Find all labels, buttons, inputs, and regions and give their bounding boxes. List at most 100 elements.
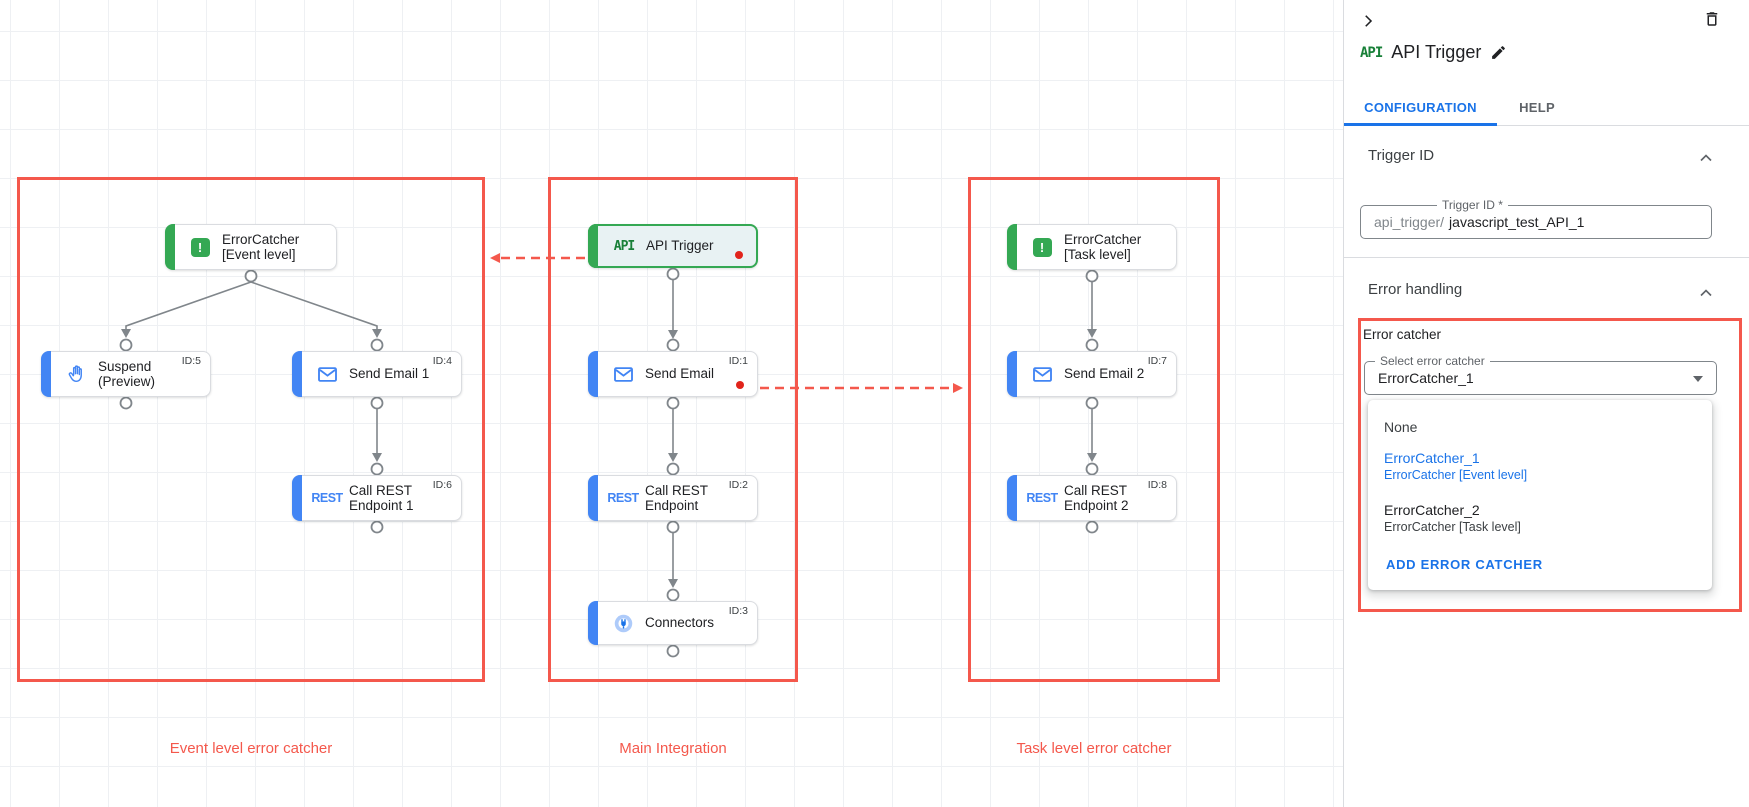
node-icon-wrap: ! (186, 237, 214, 257)
node-connectors[interactable]: Connectors ID:3 (588, 601, 758, 645)
section-divider (1344, 257, 1749, 258)
trash-icon (1706, 12, 1718, 26)
node-api-trigger[interactable]: API API Trigger (588, 224, 758, 268)
node-accent-bar (588, 601, 598, 645)
node-errorcatcher-event-level[interactable]: ! ErrorCatcher[Event level] (165, 224, 337, 270)
dropdown-caret-icon (1693, 376, 1703, 382)
node-suspend[interactable]: Suspend(Preview) ID:5 (41, 351, 211, 397)
mail-icon (1032, 366, 1052, 382)
suspend-hand-icon (68, 364, 82, 382)
api-trigger-icon: API (1360, 44, 1383, 61)
error-catcher-select[interactable]: Select error catcher ErrorCatcher_1 (1364, 354, 1717, 395)
node-label: Connectors (645, 615, 715, 631)
workflow-canvas[interactable]: Event level error catcher Main Integrati… (0, 0, 1343, 807)
node-id-badge: ID:1 (728, 355, 748, 367)
error-catcher-select-value: ErrorCatcher_1 (1378, 370, 1474, 386)
node-accent-bar (588, 224, 598, 268)
active-tab-underline (1344, 123, 1497, 126)
node-icon-wrap (609, 613, 637, 634)
error-catcher-select-label: Select error catcher (1375, 354, 1490, 368)
trigger-id-field[interactable]: Trigger ID * api_trigger/ javascript_tes… (1360, 198, 1712, 239)
error-catcher-highlight-box (1358, 318, 1742, 612)
node-accent-bar (292, 351, 302, 397)
error-indicator-dot (736, 381, 744, 389)
collapse-trigger-id-icon[interactable] (1696, 148, 1716, 168)
trigger-id-prefix: api_trigger/ (1374, 214, 1445, 230)
node-label: ErrorCatcher[Event level] (222, 231, 300, 263)
rest-icon: REST (1026, 491, 1058, 505)
node-id-badge: ID:7 (1147, 355, 1167, 367)
tab-help[interactable]: HELP (1519, 99, 1555, 115)
node-id-badge: ID:4 (432, 355, 452, 367)
node-icon-wrap: ! (1028, 237, 1056, 257)
node-icon-wrap (313, 366, 341, 383)
connection-points (119, 267, 1099, 658)
error-catcher-dropdown-menu: None ErrorCatcher_1 ErrorCatcher [Event … (1368, 400, 1712, 590)
node-accent-bar (1007, 475, 1017, 521)
mail-icon (613, 366, 633, 382)
trigger-id-section-header[interactable]: Trigger ID (1368, 147, 1435, 164)
delete-trigger-button[interactable] (1700, 7, 1724, 31)
menu-item-errorcatcher-2[interactable]: ErrorCatcher_2 ErrorCatcher [Task level] (1384, 502, 1521, 534)
node-accent-bar (1007, 224, 1017, 270)
tab-configuration[interactable]: CONFIGURATION (1364, 99, 1477, 115)
node-errorcatcher-task-level[interactable]: ! ErrorCatcher[Task level] (1007, 224, 1177, 270)
event-level-group-label: Event level error catcher (169, 740, 333, 757)
edge-arrowheads (121, 329, 1097, 588)
node-icon-wrap (62, 364, 90, 385)
panel-tabs: CONFIGURATION HELP (1344, 88, 1749, 126)
node-icon-wrap (609, 366, 637, 383)
node-id-badge: ID:8 (1147, 479, 1167, 491)
menu-item-errorcatcher-1[interactable]: ErrorCatcher_1 ErrorCatcher [Event level… (1384, 450, 1528, 482)
collapse-error-handling-icon[interactable] (1696, 283, 1716, 303)
error-catcher-label: Error catcher (1363, 327, 1442, 342)
mail-icon (317, 366, 337, 382)
node-id-badge: ID:3 (728, 605, 748, 617)
node-icon-wrap: REST (1026, 491, 1058, 505)
node-label: Send Email 1 (349, 366, 430, 382)
node-label: ErrorCatcher[Task level] (1064, 231, 1142, 263)
error-handling-section-header[interactable]: Error handling (1368, 281, 1463, 298)
node-accent-bar (165, 224, 175, 270)
error-link-arrowheads (490, 253, 963, 393)
node-label: Send Email 2 (1064, 366, 1145, 382)
task-level-group-box (968, 177, 1220, 682)
edit-pencil-icon[interactable] (1490, 44, 1507, 61)
node-label: Send Email (645, 366, 715, 382)
trigger-id-value: javascript_test_API_1 (1449, 214, 1585, 230)
add-error-catcher-button[interactable]: ADD ERROR CATCHER (1386, 557, 1543, 572)
api-icon: API (613, 238, 636, 254)
node-id-badge: ID:2 (728, 479, 748, 491)
menu-item-none[interactable]: None (1384, 419, 1418, 435)
error-catcher-icon: ! (190, 237, 210, 257)
edges-layer (119, 253, 1099, 658)
collapse-panel-button[interactable] (1356, 9, 1380, 33)
main-integration-group-label: Main Integration (619, 740, 727, 757)
chevron-right-icon (1365, 15, 1373, 27)
node-icon-wrap: REST (607, 491, 639, 505)
config-panel: API API Trigger CONFIGURATION HELP Trigg… (1343, 0, 1749, 807)
node-icon-wrap: REST (311, 491, 343, 505)
main-integration-group-box (548, 177, 798, 682)
task-level-group-label: Task level error catcher (1016, 740, 1172, 757)
rest-icon: REST (607, 491, 639, 505)
node-id-badge: ID:6 (432, 479, 452, 491)
event-level-group-box (17, 177, 485, 682)
trigger-id-field-label: Trigger ID * (1437, 198, 1508, 212)
node-send-email[interactable]: Send Email ID:1 (588, 351, 758, 397)
node-id-badge: ID:5 (181, 355, 201, 367)
error-indicator-dot (735, 251, 743, 259)
node-accent-bar (588, 351, 598, 397)
node-label: Suspend(Preview) (98, 358, 156, 390)
rest-icon: REST (311, 491, 343, 505)
node-label: API Trigger (646, 238, 714, 254)
node-accent-bar (292, 475, 302, 521)
